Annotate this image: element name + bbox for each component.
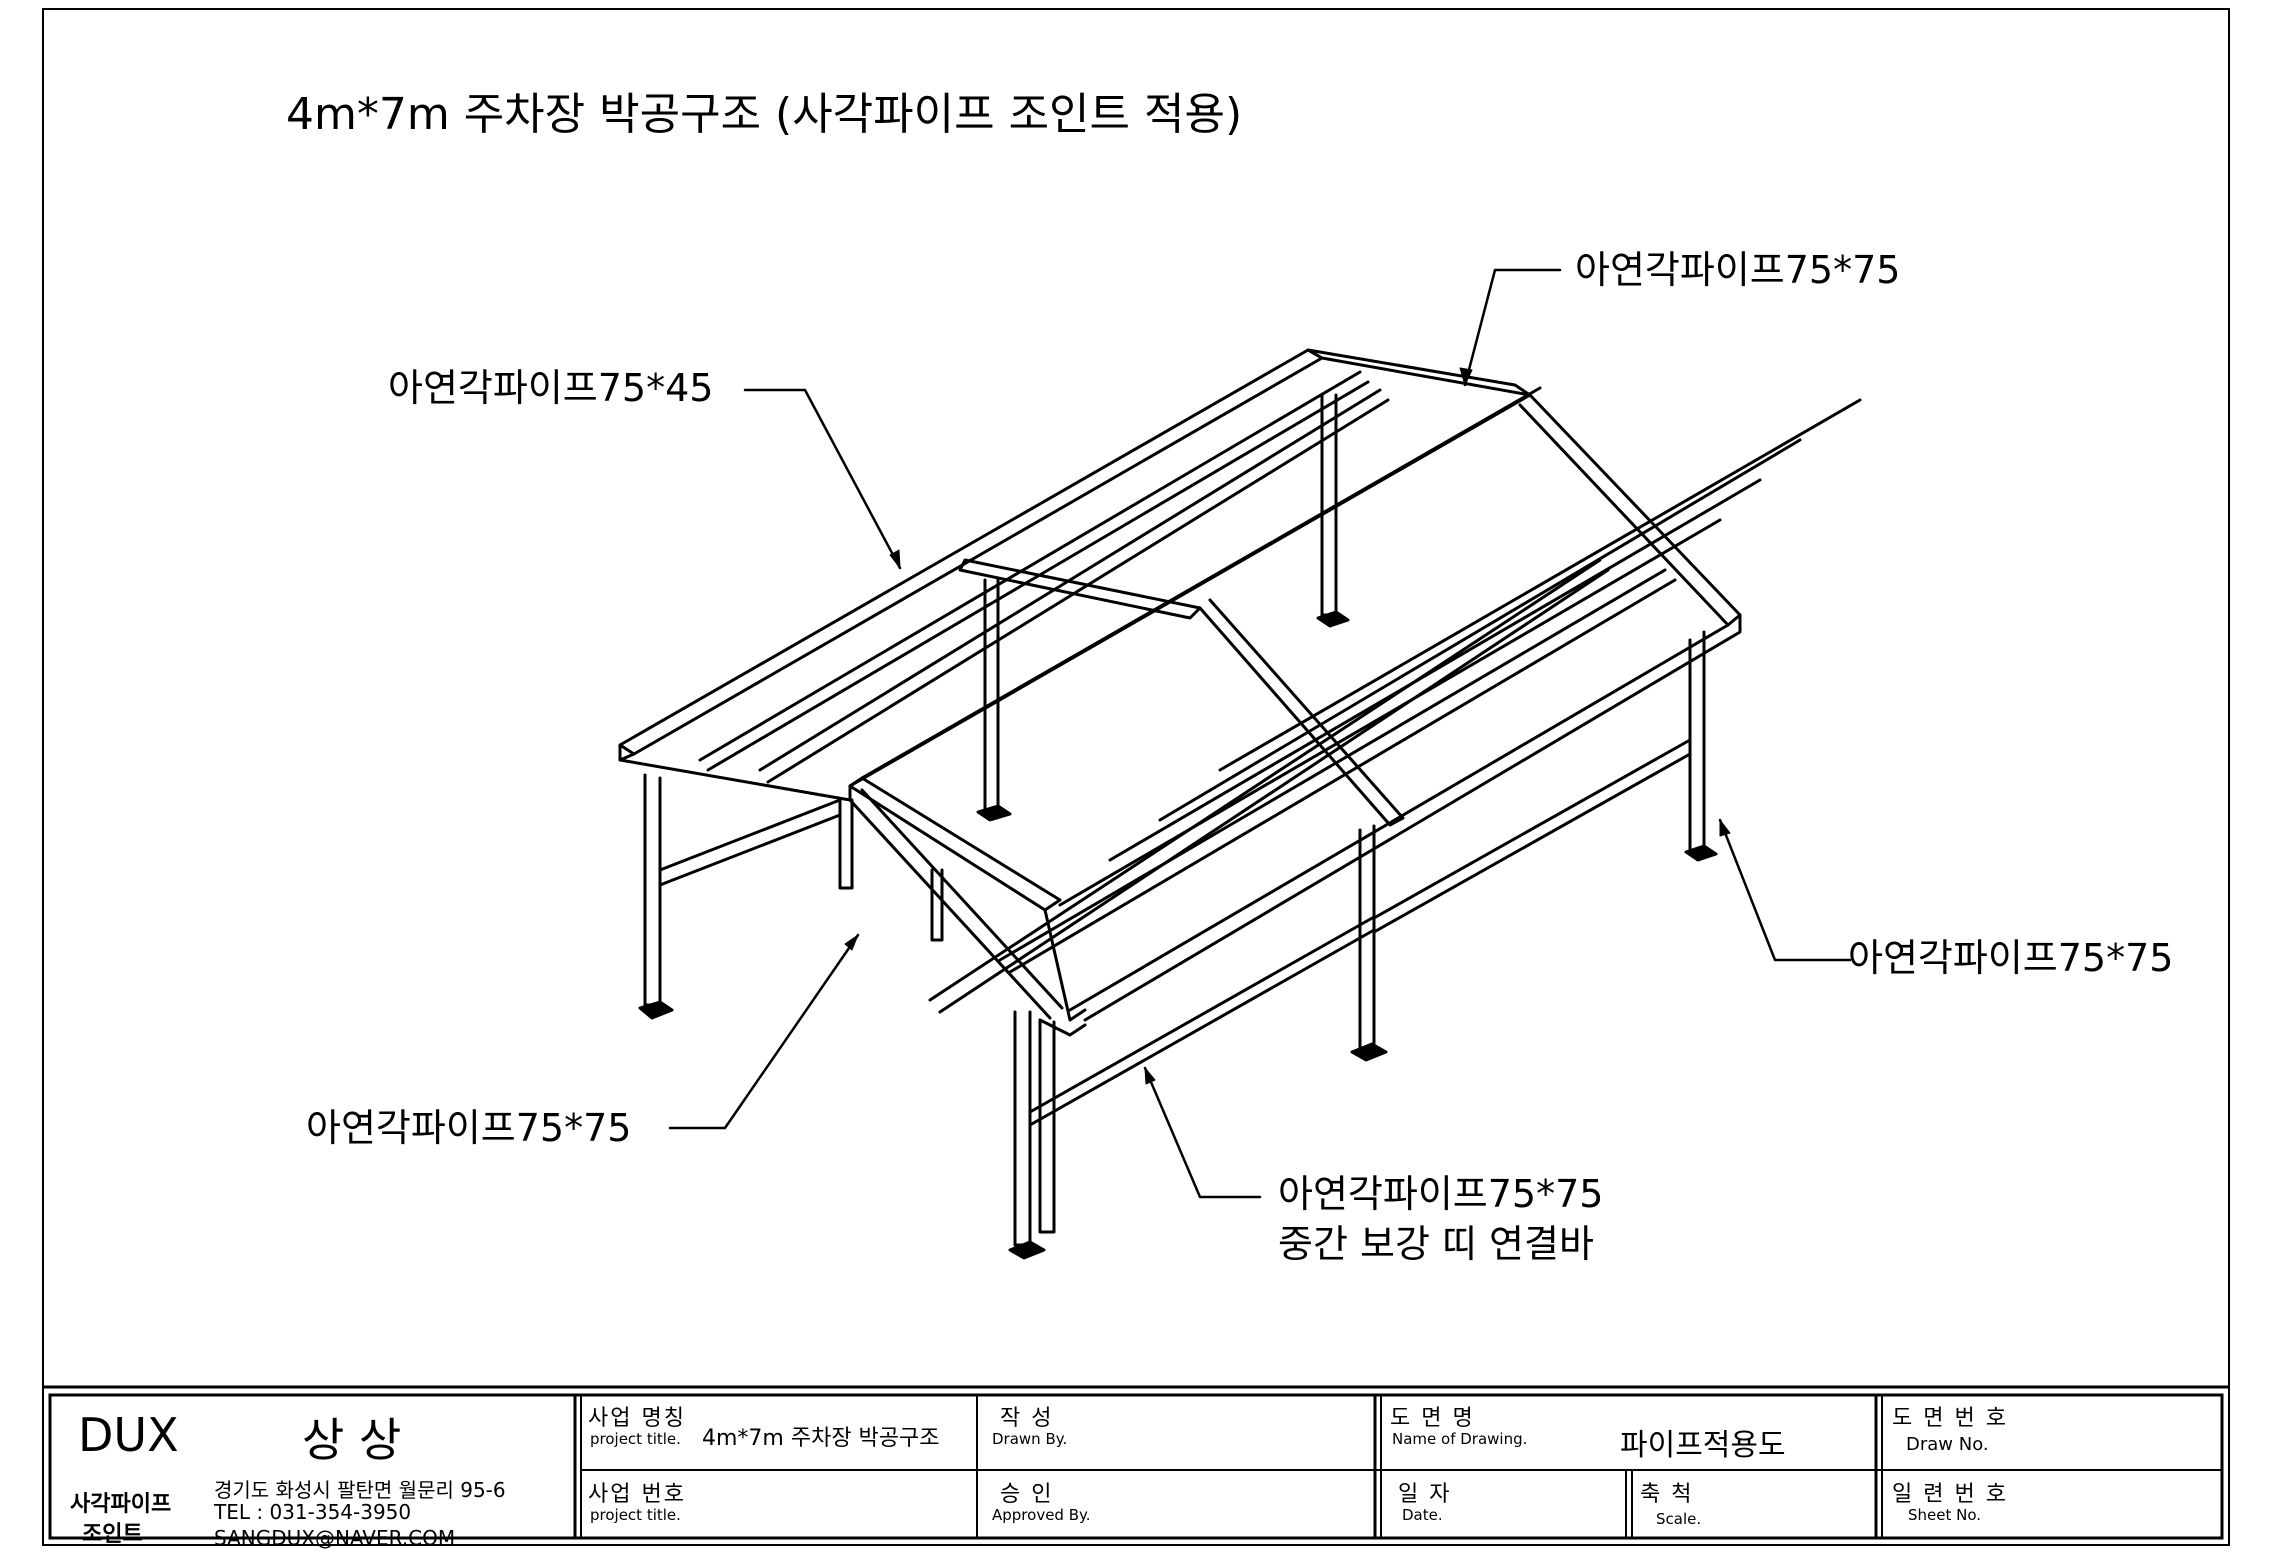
callout-bottom-mid-line1: 아연각파이프75*75 <box>1278 1172 1604 1216</box>
company-email: SANGDUX@NAVER.COM <box>214 1526 456 1550</box>
company-brand: DUX <box>78 1408 179 1462</box>
draw-no-label: 도 면 번 호 <box>1892 1406 2008 1431</box>
company-address: 경기도 화성시 팔탄면 월문리 95-6 <box>214 1478 506 1502</box>
company-product-line1: 사각파이프 <box>70 1492 172 1517</box>
date-label-en: Date. <box>1402 1506 1443 1524</box>
sheet-no-label-en: Sheet No. <box>1908 1506 1982 1524</box>
project-no-label: 사업 번호 <box>588 1482 686 1507</box>
drawn-by-label: 작 성 <box>1000 1406 1054 1431</box>
callout-top-left: 아연각파이프75*45 <box>388 366 714 410</box>
title-block-grid <box>42 1385 2230 1540</box>
date-label: 일 자 <box>1398 1482 1452 1507</box>
ridge-line <box>848 386 1542 827</box>
side-bars <box>658 738 1692 1127</box>
leader-arrowheads <box>844 367 1731 1085</box>
posts <box>643 393 1706 1247</box>
roof-right-slope <box>928 393 1862 1022</box>
scale-label: 축 척 <box>1640 1482 1694 1507</box>
project-name-value: 4m*7m 주차장 박공구조 <box>702 1426 940 1451</box>
roof-left-slope <box>618 348 1532 802</box>
company-name: 상 상 <box>302 1413 402 1467</box>
drawing-name-label: 도 면 명 <box>1390 1406 1475 1431</box>
drawing-name-value: 파이프적용도 <box>1620 1428 1786 1463</box>
approved-by-label-en: Approved By. <box>992 1506 1091 1524</box>
draw-no-label-en: Draw No. <box>1906 1434 1989 1455</box>
drawing-sheet-border <box>42 8 2230 1546</box>
project-no-label-en: project title. <box>590 1506 681 1524</box>
base-plates <box>638 610 1718 1260</box>
drawn-by-label-en: Drawn By. <box>992 1430 1068 1448</box>
scale-label-en: Scale. <box>1656 1510 1702 1528</box>
approved-by-label: 승 인 <box>1000 1482 1054 1507</box>
callout-bottom-mid-line2: 중간 보강 띠 연결바 <box>1278 1222 1594 1266</box>
sheet-no-label: 일 련 번 호 <box>1892 1482 2008 1507</box>
front-gable <box>838 776 1087 1234</box>
callout-top-right: 아연각파이프75*75 <box>1575 248 1901 292</box>
leader-lines <box>668 268 1852 1199</box>
company-tel: TEL : 031-354-3950 <box>214 1500 412 1524</box>
drawing-name-label-en: Name of Drawing. <box>1392 1430 1528 1448</box>
project-name-label: 사업 명칭 <box>588 1406 686 1431</box>
drawing-title: 4m*7m 주차장 박공구조 (사각파이프 조인트 적용) <box>286 89 1243 140</box>
callout-right: 아연각파이프75*75 <box>1848 936 2174 980</box>
callout-bottom-left: 아연각파이프75*75 <box>306 1106 632 1150</box>
project-name-label-en: project title. <box>590 1430 681 1448</box>
company-product-line2: 조인트 <box>82 1522 143 1547</box>
